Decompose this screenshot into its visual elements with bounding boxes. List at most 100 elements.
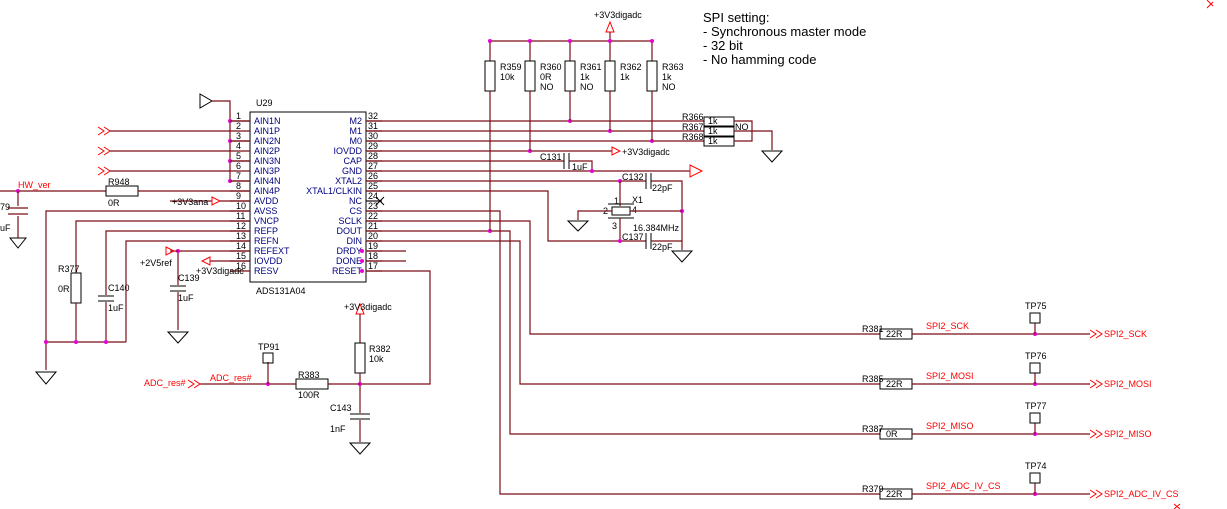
- ic-pin-name: AIN1P: [254, 126, 280, 136]
- c140-ref: C140: [108, 283, 130, 293]
- spi-port-label: SPI2_SCK: [1104, 329, 1147, 339]
- r382-ref: R382: [369, 344, 391, 354]
- r377-val: 0R: [58, 284, 70, 294]
- c143-ref: C143: [330, 403, 352, 413]
- r382-val: 10k: [369, 354, 384, 364]
- power-arrow-icon: [211, 196, 222, 206]
- ic-pin-name: VNCP: [254, 216, 279, 226]
- ic-pin-number: 21: [368, 221, 378, 231]
- ic-pin-name: AIN4P: [254, 186, 280, 196]
- adc-res-net: ADC_res#: [210, 373, 252, 383]
- ic-pin-number: 11: [236, 211, 245, 221]
- testpoint: [1029, 362, 1041, 374]
- resistor-r377: [70, 272, 82, 304]
- port-arrow-icon: [187, 379, 201, 389]
- ic-pin-number: 2: [236, 121, 241, 131]
- ic-pin-number: 9: [236, 191, 241, 201]
- pullup-val: 1k: [580, 72, 590, 82]
- spi-net-label: SPI2_SCK: [926, 321, 969, 331]
- ic-pin-name: REFP: [254, 226, 278, 236]
- ic-pin-name: DRDY: [336, 246, 362, 256]
- testpoint: [1029, 312, 1041, 324]
- resistor-r383: [295, 378, 329, 390]
- testpoint-tp91: [262, 352, 274, 364]
- power-arrow-icon: [605, 20, 615, 33]
- pullup-ref: R361: [580, 62, 602, 72]
- mode-resistor-ref: R368: [682, 132, 704, 142]
- spi-settings-line: - 32 bit: [703, 38, 743, 53]
- capacitor-c140: [98, 295, 114, 302]
- testpoint-label: TP75: [1025, 301, 1047, 311]
- ic-pin-number: 26: [368, 171, 378, 181]
- capacitor-c132: [645, 173, 652, 189]
- c137-ref: C137: [622, 232, 644, 242]
- pullup-resistors: +3V3digadc R35910kR3600RNOR3611kNOR3621k…: [484, 10, 684, 92]
- ic-pin-number: 6: [236, 161, 241, 171]
- ic-pin-number: 22: [368, 211, 378, 221]
- ic-pin-name: SCLK: [338, 216, 362, 226]
- ic-pin-name: M2: [349, 116, 362, 126]
- port-arrow-icon: [1089, 329, 1103, 339]
- spi-port-label: SPI2_MISO: [1104, 429, 1152, 439]
- ground-symbol: [760, 150, 784, 163]
- ic-pin-number: 18: [368, 251, 378, 261]
- ic-part: ADS131A04: [256, 286, 306, 296]
- r948-val: 0R: [108, 198, 120, 208]
- pullup-ref: R359: [500, 62, 522, 72]
- ic-pin-number: 10: [236, 201, 246, 211]
- spi-net-label: SPI2_MOSI: [926, 371, 974, 381]
- adc-res-port: ADC_res#: [144, 378, 186, 388]
- ic-pin-name: REFN: [254, 236, 279, 246]
- crystal-x1: [611, 206, 631, 216]
- ground-symbol: [348, 442, 372, 455]
- ground-port-icon: [689, 164, 704, 178]
- ic-pin-name: DONE: [336, 256, 362, 266]
- pullup-ref: R362: [620, 62, 642, 72]
- ic-pin-name: M0: [349, 136, 362, 146]
- power-arrow-icon: [611, 146, 622, 156]
- mode-resistor-val: 1k: [708, 136, 718, 146]
- ic-pin-name: AIN4N: [254, 176, 281, 186]
- testpoint: [1029, 412, 1041, 424]
- ic-pin-number: 23: [368, 201, 378, 211]
- pullup-val: 0R: [540, 72, 552, 82]
- ic-ref: U29: [256, 98, 273, 108]
- pullup-resistor: [604, 60, 616, 92]
- pullup-resistor: [646, 60, 658, 92]
- mode-nop: NO: [735, 122, 749, 132]
- port-arrow-icon: [97, 166, 111, 176]
- ic-pin-number: 13: [236, 231, 246, 241]
- ic-pin-name: M1: [349, 126, 362, 136]
- capacitor-c139: [170, 285, 186, 292]
- port-arrow-icon: [1089, 489, 1103, 499]
- ground-symbol: [166, 331, 190, 344]
- resistor-r948: [105, 185, 139, 197]
- ic-pin-name: AVDD: [254, 196, 279, 206]
- port-arrow-icon: [1089, 379, 1103, 389]
- c140-val: 1uF: [108, 303, 124, 313]
- spi-resistor-val: 0R: [886, 429, 898, 439]
- c131-ref: C131: [540, 152, 562, 162]
- testpoint-label: TP77: [1025, 401, 1047, 411]
- port-arrow-icon: [97, 146, 111, 156]
- ic-pin-name: GND: [342, 166, 363, 176]
- reset-circuit: +3V3digadc R382 10k C143 1nF R383 100R T…: [144, 302, 392, 455]
- resistor-r382: [354, 342, 366, 374]
- x1-ref: X1: [632, 195, 643, 205]
- ic-pin-name: RESV: [254, 266, 279, 276]
- testpoint-label: TP76: [1025, 351, 1047, 361]
- ic-pin-name: CAP: [343, 156, 362, 166]
- v3digadc-label-reset: +3V3digadc: [344, 302, 392, 312]
- ic-pin-number: 7: [236, 171, 241, 181]
- port-arrow-icon: [1089, 429, 1103, 439]
- x1-freq: 16.384MHz: [633, 223, 680, 233]
- v3digadc-label-left: +3V3digadc: [196, 266, 244, 276]
- capacitor-c143: [350, 413, 370, 420]
- mode-resistor-val: 1k: [708, 126, 718, 136]
- v3digadc-label-right: +3V3digadc: [622, 147, 670, 157]
- pullup-nop: NO: [580, 82, 594, 92]
- ic-pin-number: 25: [368, 181, 378, 191]
- spi-resistor-ref: R379: [862, 484, 884, 494]
- testpoint-label: TP74: [1025, 461, 1047, 471]
